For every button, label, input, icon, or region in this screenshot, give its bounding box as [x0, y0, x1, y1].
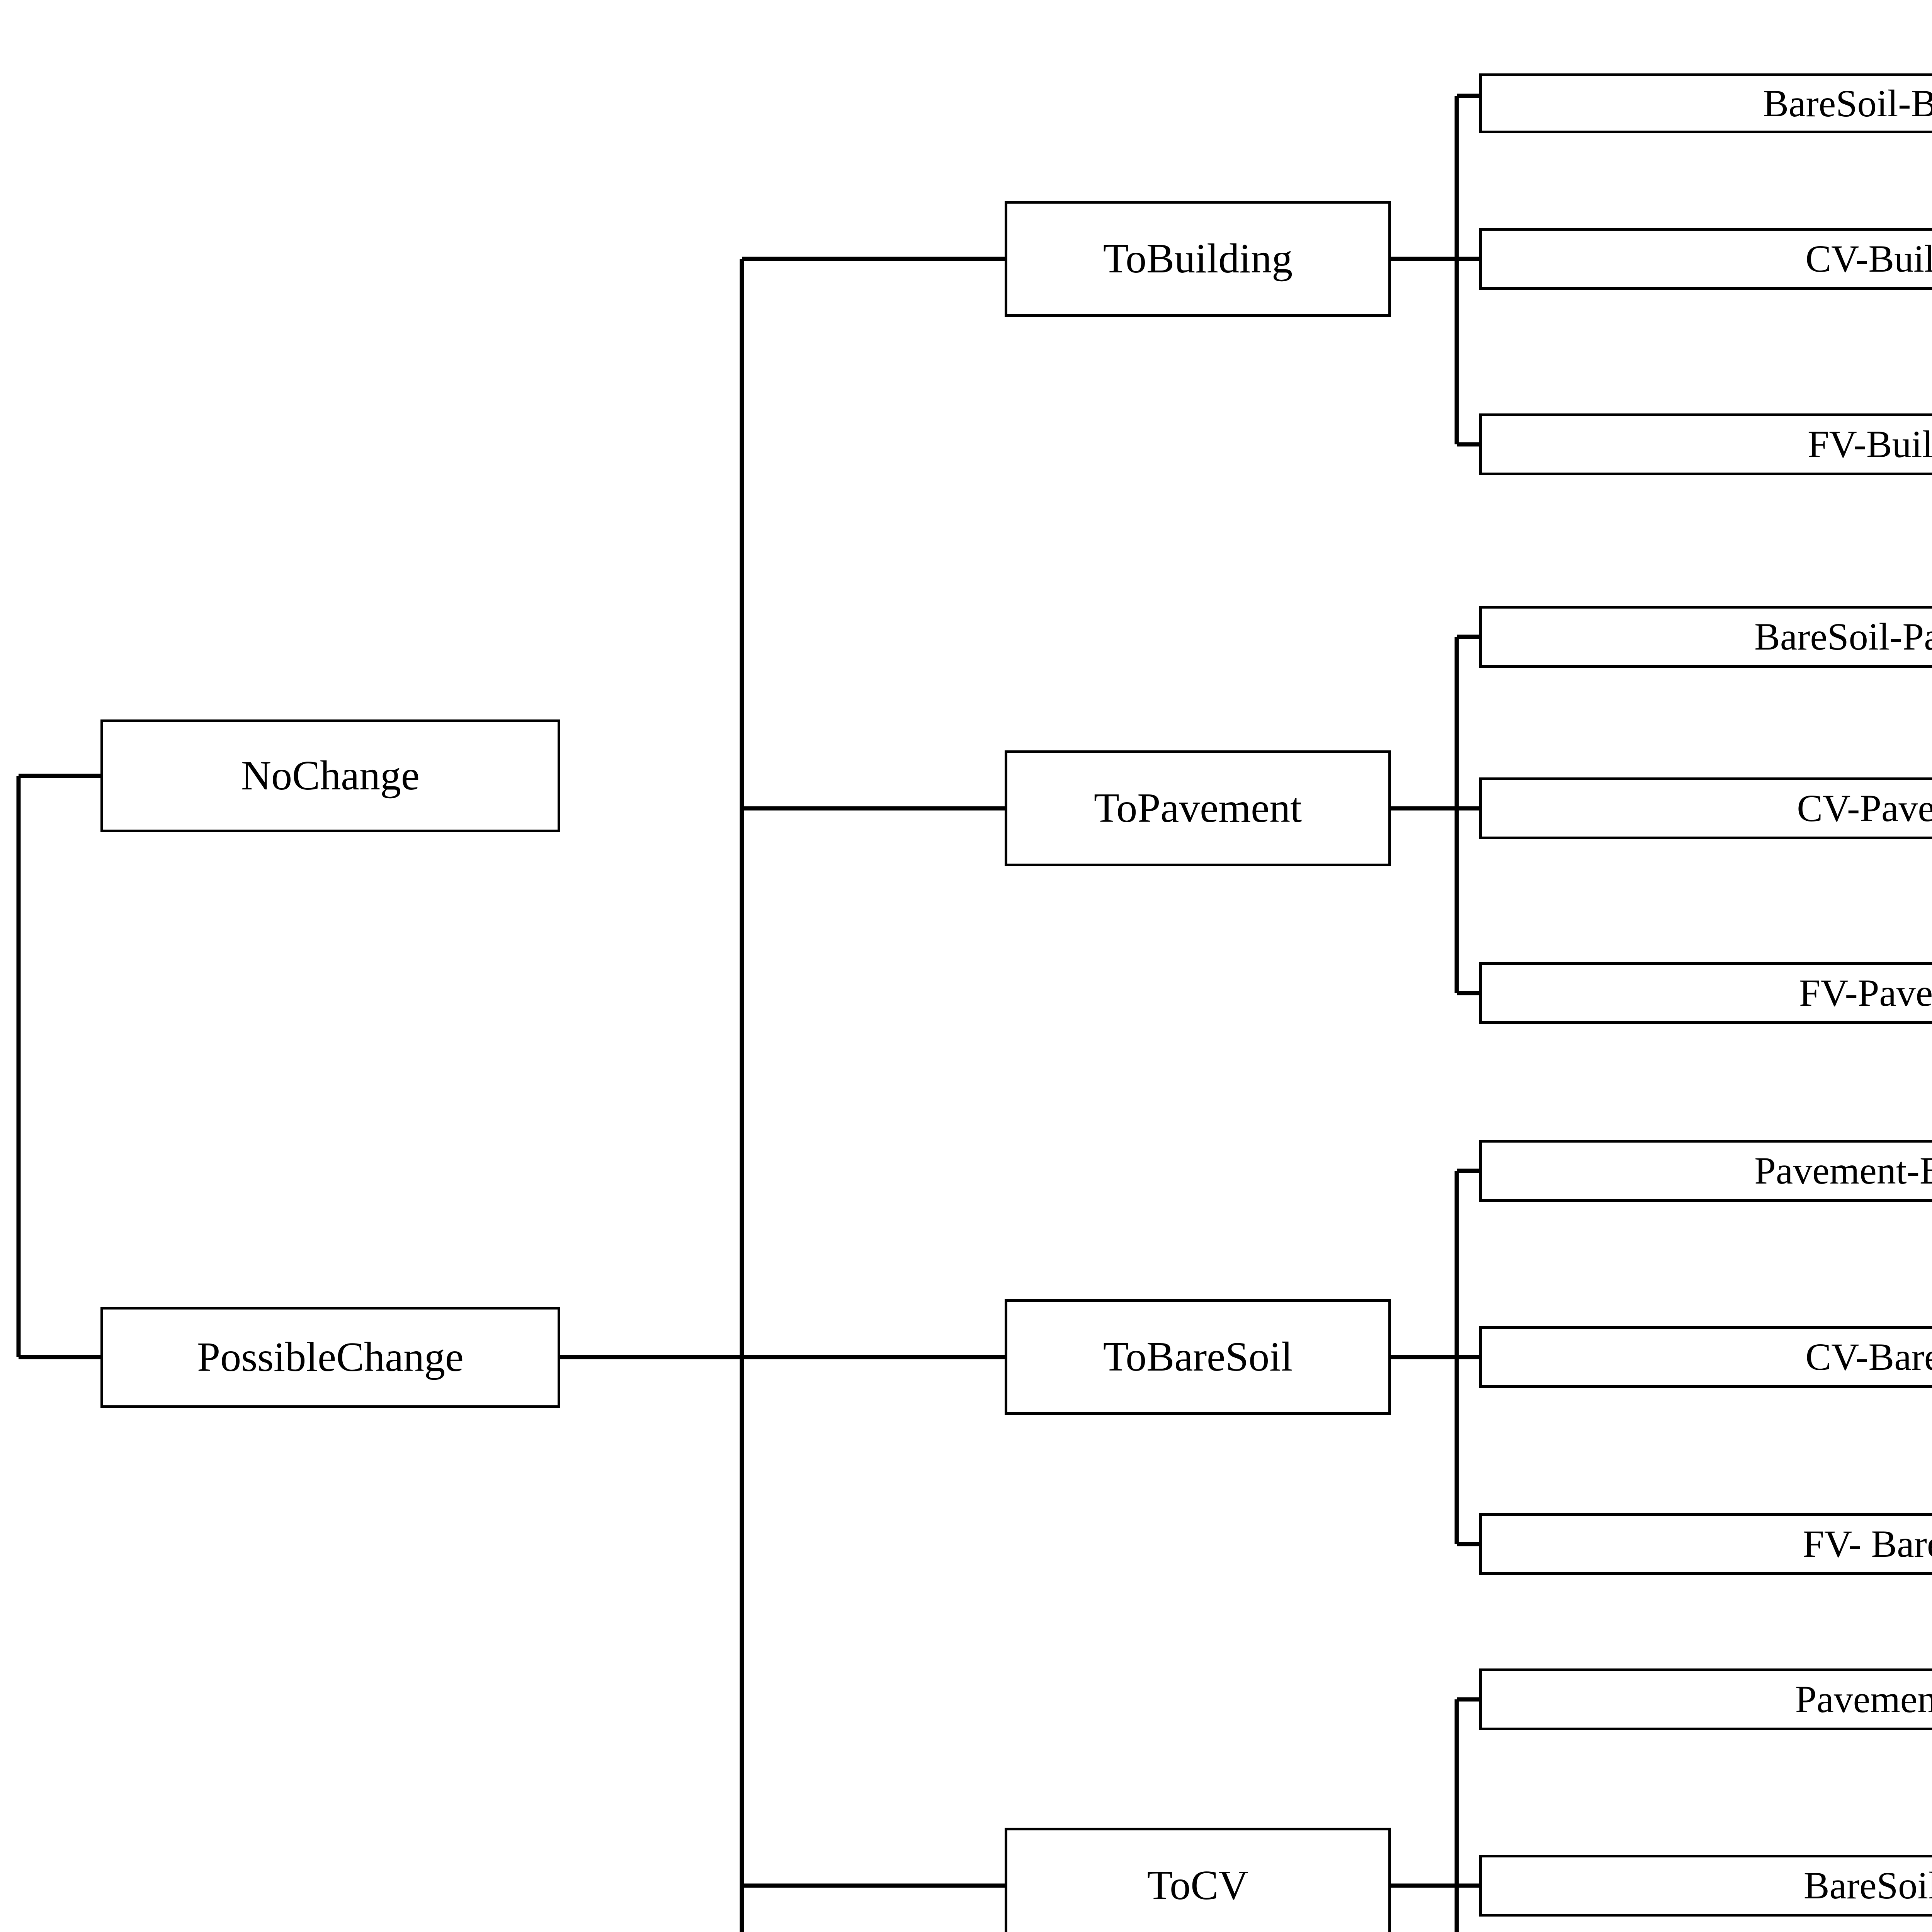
node-baresoil-building-label: BareSoil-Building — [1763, 82, 1932, 125]
node-fv-baresoil-label: FV- BareSoil — [1803, 1522, 1932, 1565]
node-cv-building-label: CV-Building — [1805, 237, 1932, 280]
node-baresoil-pavement-label: BareSoil-Pavement — [1754, 615, 1932, 658]
node-baresoil-building[interactable]: BareSoil-Building — [1479, 73, 1932, 133]
node-tocv-label: ToCV — [1147, 1862, 1249, 1908]
node-baresoil-cv[interactable]: BareSoil-CV — [1479, 1855, 1932, 1917]
node-topavement[interactable]: ToPavement — [1005, 750, 1391, 866]
node-fv-pavement[interactable]: FV-Pavement — [1479, 962, 1932, 1024]
node-pavement-cv[interactable]: Pavement-CV — [1479, 1668, 1932, 1730]
node-topavement-label: ToPavement — [1094, 785, 1302, 831]
node-cv-baresoil[interactable]: CV-BareSoil — [1479, 1326, 1932, 1388]
node-fv-building[interactable]: FV-Building — [1479, 413, 1932, 475]
node-fv-building-label: FV-Building — [1807, 423, 1932, 466]
node-nochange-label: NoChange — [241, 753, 420, 799]
node-tobuilding-label: ToBuilding — [1103, 236, 1293, 282]
node-pavement-baresoil-label: Pavement-BareSoil — [1754, 1149, 1932, 1192]
node-tobaresoil-label: ToBareSoil — [1103, 1334, 1293, 1380]
node-fv-pavement-label: FV-Pavement — [1799, 971, 1932, 1014]
node-nochange[interactable]: NoChange — [100, 719, 560, 832]
node-possiblechange[interactable]: PossibleChange — [100, 1307, 560, 1408]
node-cv-building[interactable]: CV-Building — [1479, 228, 1932, 290]
node-baresoil-pavement[interactable]: BareSoil-Pavement — [1479, 606, 1932, 668]
node-cv-pavement[interactable]: CV-Pavement — [1479, 777, 1932, 839]
node-fv-baresoil[interactable]: FV- BareSoil — [1479, 1513, 1932, 1575]
node-cv-baresoil-label: CV-BareSoil — [1805, 1335, 1932, 1378]
node-pavement-cv-label: Pavement-CV — [1795, 1678, 1932, 1721]
node-pavement-baresoil[interactable]: Pavement-BareSoil — [1479, 1140, 1932, 1202]
node-baresoil-cv-label: BareSoil-CV — [1803, 1864, 1932, 1907]
node-tobuilding[interactable]: ToBuilding — [1005, 201, 1391, 317]
node-tobaresoil[interactable]: ToBareSoil — [1005, 1299, 1391, 1415]
node-tocv[interactable]: ToCV — [1005, 1828, 1391, 1932]
node-cv-pavement-label: CV-Pavement — [1797, 787, 1932, 830]
node-possiblechange-label: PossibleChange — [197, 1334, 464, 1380]
